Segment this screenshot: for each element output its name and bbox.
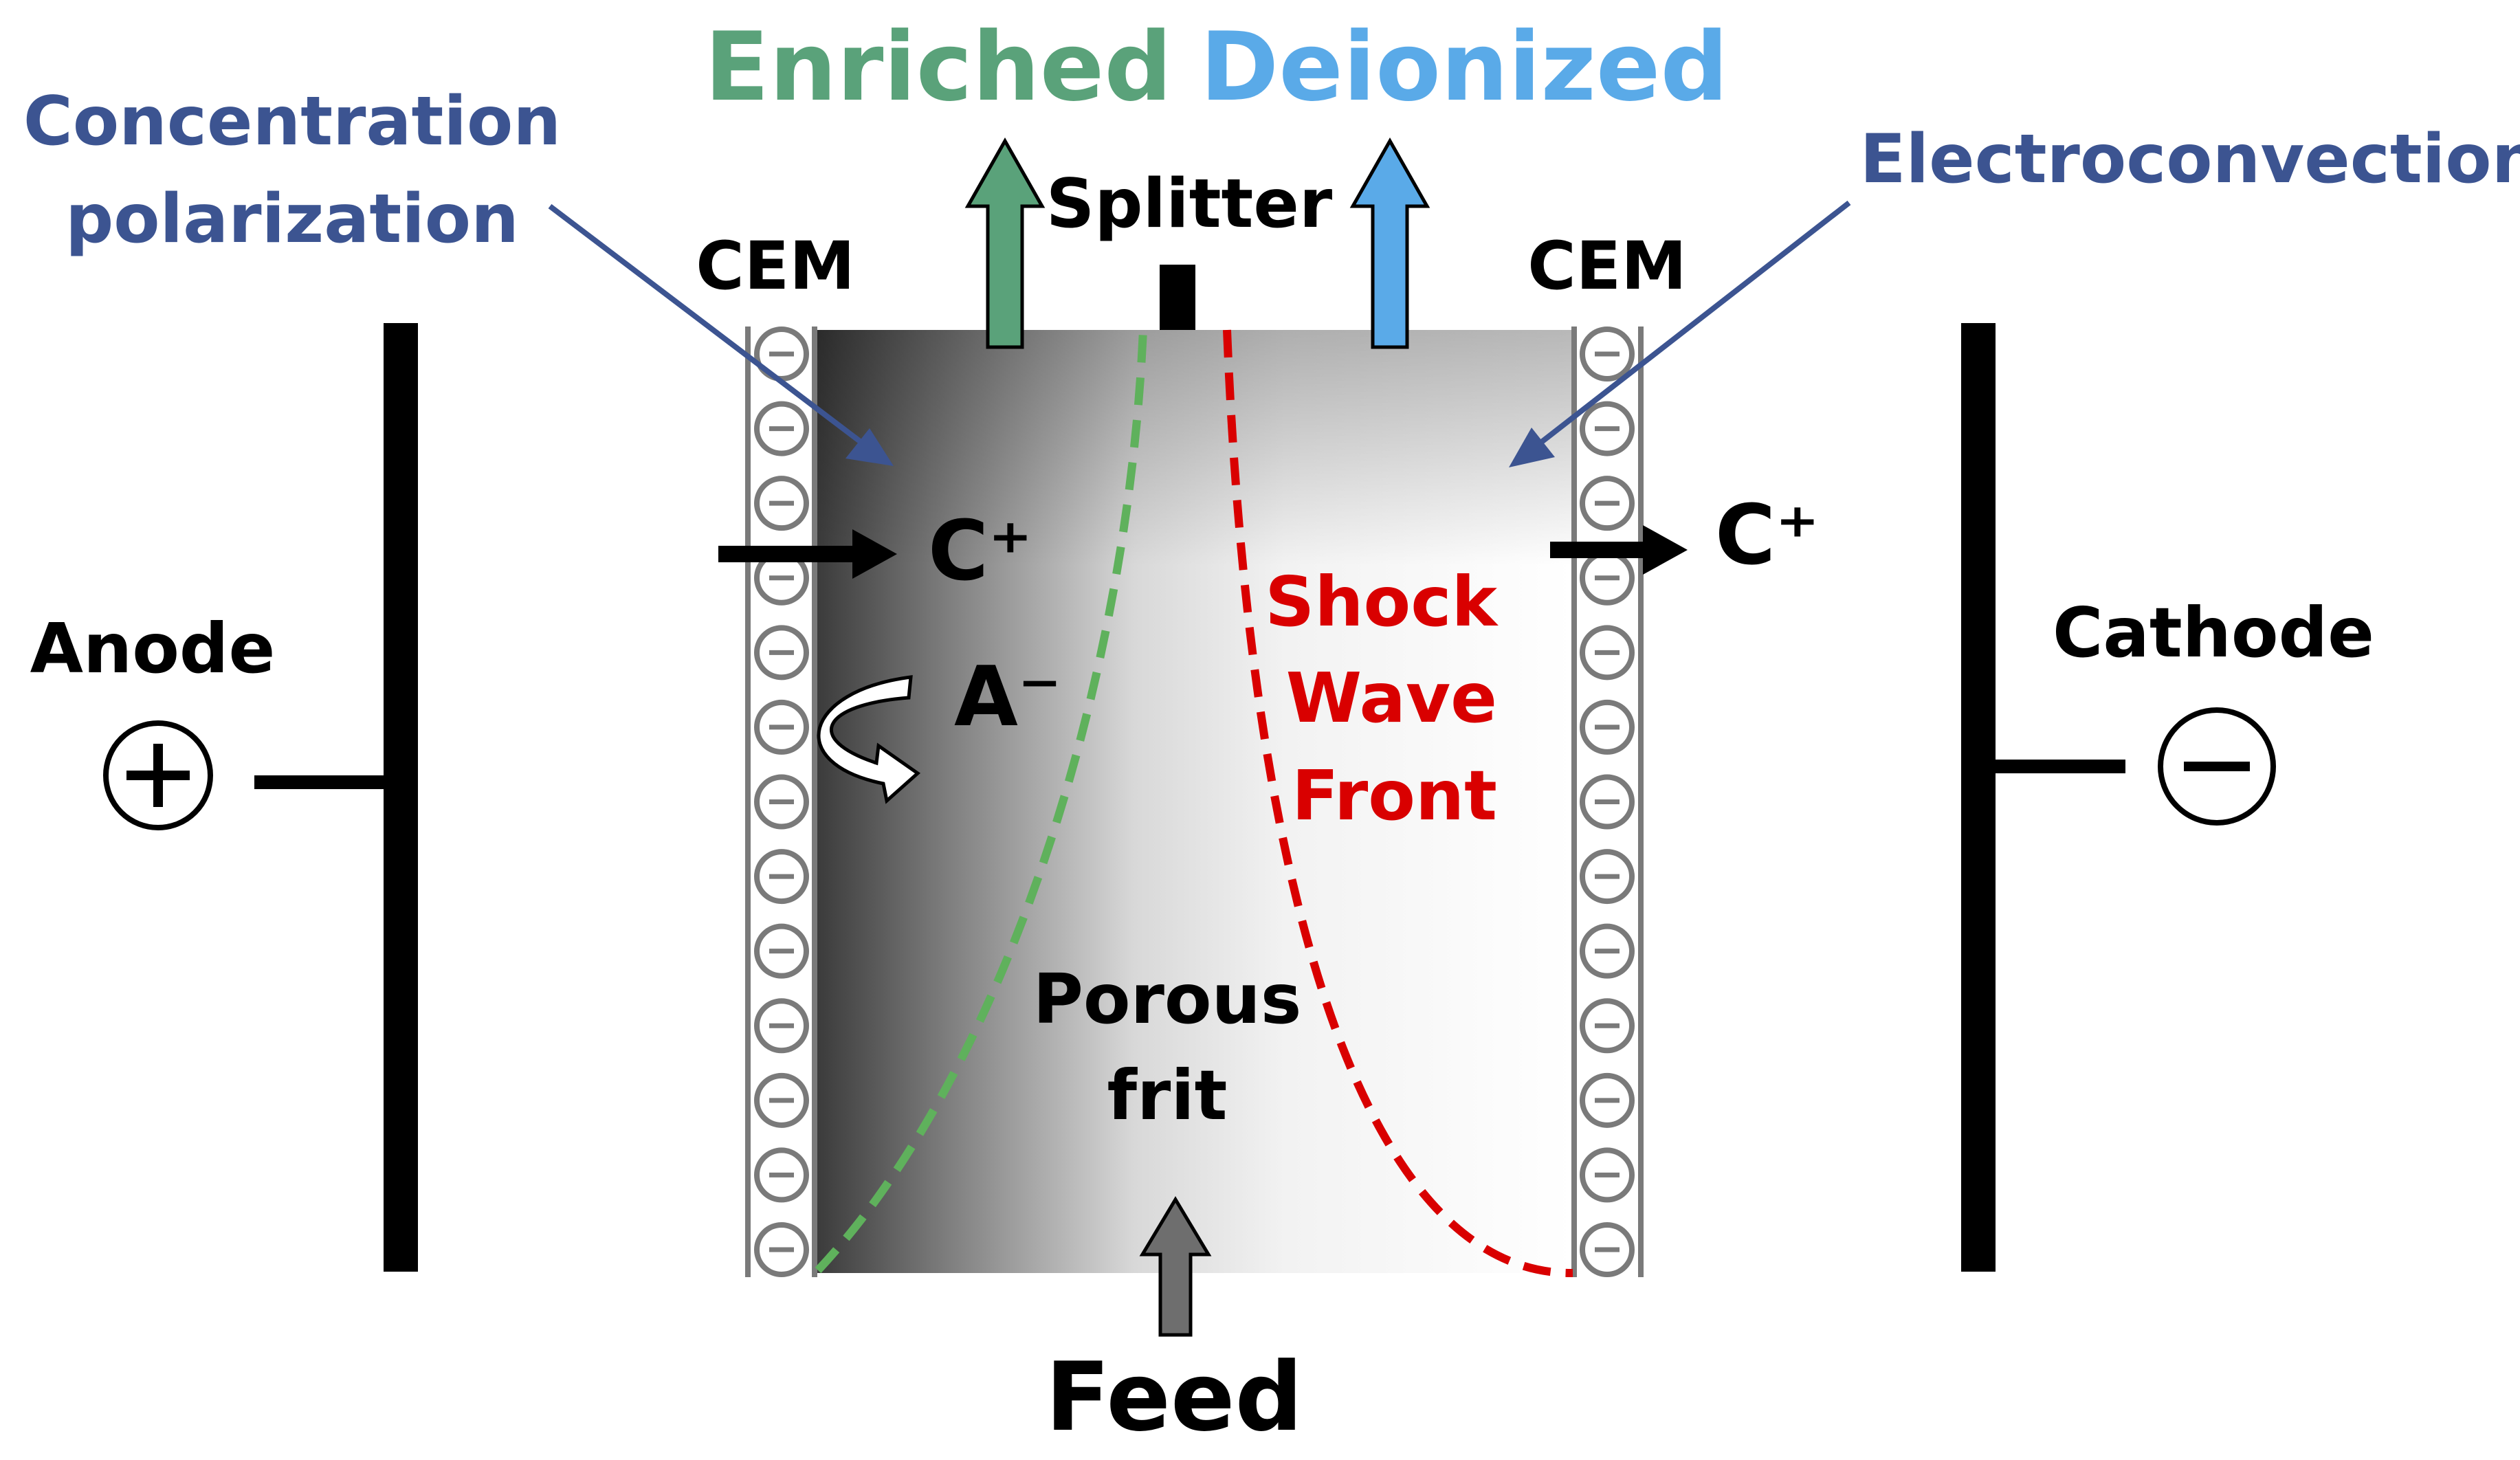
negative-charge-icon (754, 849, 809, 905)
shock-wave-front-curve (1223, 329, 1573, 1278)
negative-charge-icon (1580, 476, 1635, 531)
negative-charge-icon (754, 401, 809, 456)
negative-charge-icon (754, 1072, 809, 1128)
membrane-charges-left (754, 327, 809, 1277)
anion-rejection-icon (817, 675, 921, 804)
cation-flux-arrow-right (1550, 525, 1688, 575)
electroconvection-pointer-arrow (1509, 200, 1851, 467)
shock-wave-label-line1: Shock (1265, 562, 1499, 642)
negative-charge-icon (1580, 401, 1635, 456)
channel-top-shade (817, 330, 1573, 1273)
negative-charge-icon (1580, 1147, 1635, 1203)
negative-charge-icon (754, 625, 809, 681)
shock-wave-label-line3: Front (1292, 755, 1497, 836)
cem-membrane-right (1571, 327, 1644, 1277)
membrane-charges-right (1580, 327, 1635, 1277)
negative-charge-icon (1580, 1222, 1635, 1277)
enriched-outlet-arrow (964, 137, 1046, 349)
feed-label: Feed (1046, 1342, 1303, 1452)
deionized-label: Deionized (1200, 12, 1729, 122)
anode-label: Anode (30, 608, 276, 689)
negative-charge-icon (1580, 774, 1635, 830)
feed-arrow (1139, 1196, 1212, 1337)
enriched-label: Enriched (705, 12, 1172, 122)
negative-charge-icon (754, 1147, 809, 1203)
deionized-outlet-arrow (1349, 137, 1430, 349)
green-boundary-curve (815, 329, 1147, 1274)
negative-charge-icon (1580, 550, 1635, 606)
concentration-polarization-label-line1: Concentration (23, 82, 561, 161)
negative-charge-icon (1580, 923, 1635, 979)
cem-membrane-left (745, 327, 817, 1277)
electroconvection-label: Electroconvection (1860, 120, 2520, 199)
negative-charge-icon (1580, 699, 1635, 755)
cathode-plate (1961, 323, 1996, 1272)
concentration-polarization-label-line2: polarization (65, 180, 519, 258)
negative-charge-icon (754, 998, 809, 1054)
cation-label-right: C⁺ (1715, 488, 1819, 584)
anion-label: A⁻ (954, 650, 1061, 745)
concentration-pointer-arrow (548, 203, 894, 466)
negative-charge-icon (754, 1222, 809, 1277)
porous-frit-label-line1: Porous (1033, 959, 1302, 1039)
negative-charge-icon (754, 774, 809, 830)
splitter-block (1160, 265, 1195, 330)
negative-charge-icon (1580, 1072, 1635, 1128)
anode-plus-icon (103, 720, 213, 830)
splitter-label: Splitter (1046, 165, 1333, 243)
negative-charge-icon (754, 699, 809, 755)
negative-charge-icon (1580, 327, 1635, 381)
negative-charge-icon (1580, 998, 1635, 1054)
negative-charge-icon (754, 923, 809, 979)
cation-flux-arrow-left (718, 529, 897, 579)
cem-label-left: CEM (696, 228, 855, 305)
cathode-label: Cathode (2053, 593, 2374, 673)
porous-frit-label-line2: frit (1107, 1055, 1228, 1136)
negative-charge-icon (1580, 625, 1635, 681)
negative-charge-icon (1580, 849, 1635, 905)
shock-wave-label-line2: Wave (1286, 658, 1497, 738)
cation-label-left: C⁺ (928, 504, 1032, 599)
negative-charge-icon (754, 550, 809, 606)
anode-plate (384, 323, 418, 1272)
negative-charge-icon (754, 476, 809, 531)
cem-label-right: CEM (1527, 228, 1687, 305)
cathode-minus-icon (2158, 707, 2276, 826)
